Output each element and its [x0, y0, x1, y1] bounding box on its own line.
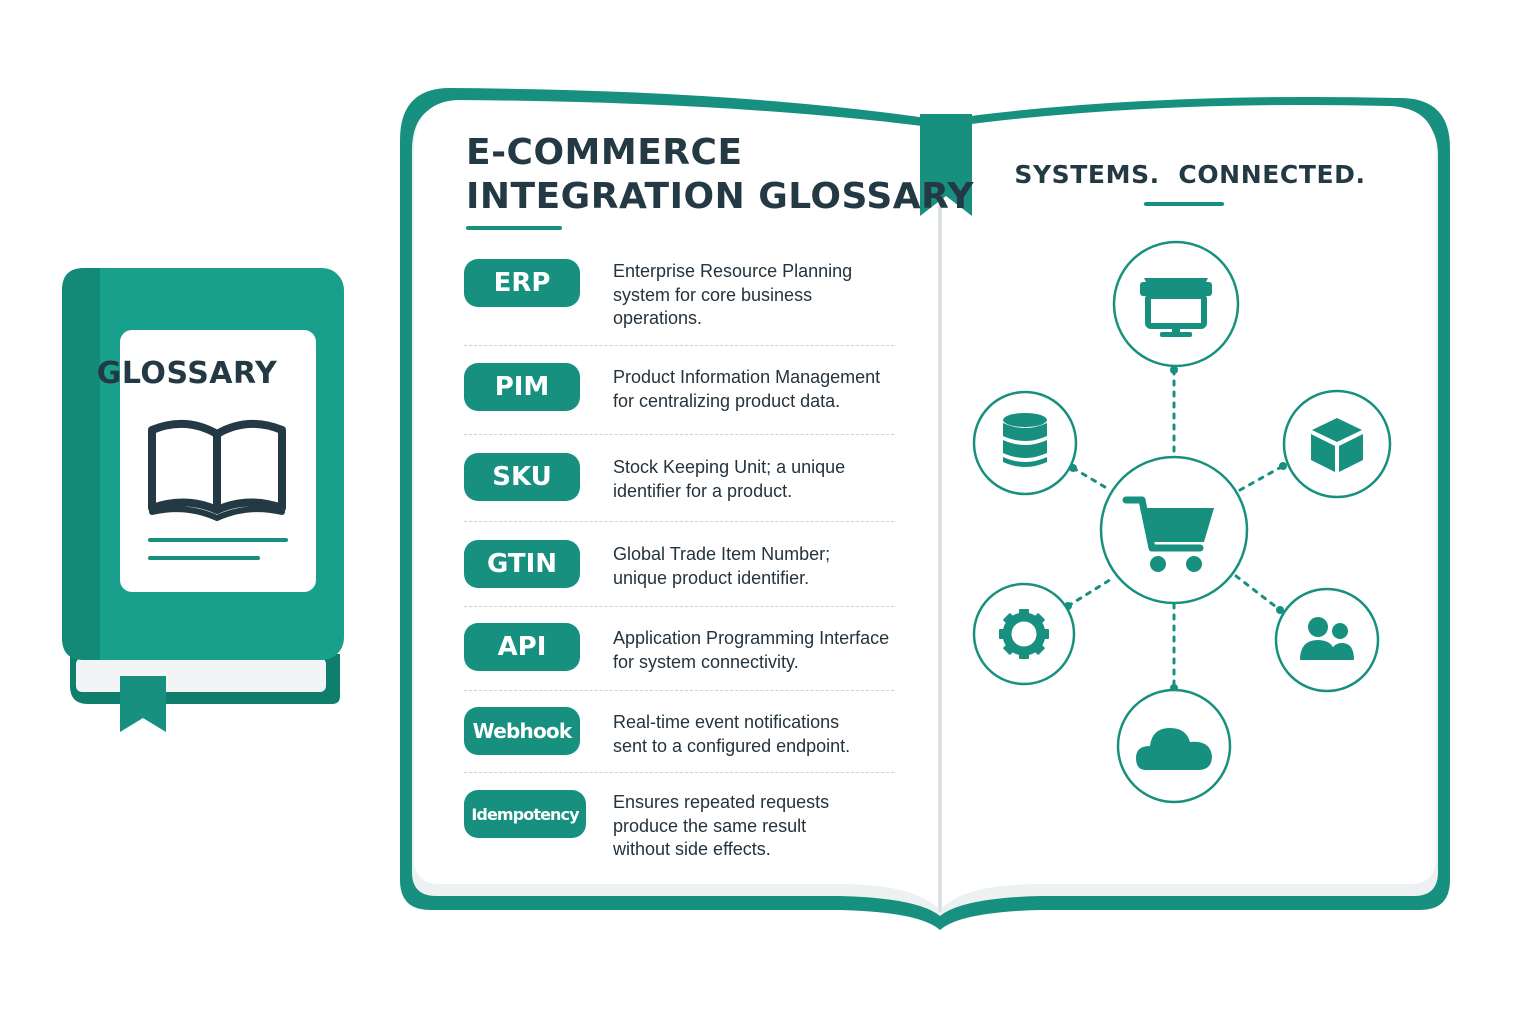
cloud-node	[1116, 688, 1232, 804]
open-book-icon	[148, 419, 286, 522]
package-node	[1282, 389, 1392, 499]
closed-glossary-book	[60, 266, 350, 736]
term-definition: Product Information Management for centr…	[613, 367, 881, 411]
heading-underline	[1144, 202, 1224, 206]
term-definition: Application Programming Interface for sy…	[613, 628, 890, 672]
users-node	[1274, 587, 1380, 693]
term-badge: GTIN	[464, 540, 580, 588]
page-title: INTEGRATION GLOSSARY	[466, 176, 974, 217]
glossary-entry-pim: PIM Product Information Management for c…	[464, 362, 894, 422]
glossary-entry-erp: ERP Enterprise Resource Planning system …	[464, 258, 894, 338]
network-heading: SYSTEMS. CONNECTED.	[1014, 160, 1366, 189]
divider	[464, 606, 894, 607]
title-underline	[466, 226, 562, 230]
storefront-node	[1112, 240, 1240, 368]
storefront-icon	[1140, 278, 1212, 337]
term-definition: Ensures repeated requests produce the sa…	[613, 792, 830, 859]
closed-book-illustration	[62, 268, 344, 732]
settings-node	[972, 582, 1076, 686]
glossary-entry-gtin: GTIN Global Trade Item Number; unique pr…	[464, 540, 894, 600]
term-definition: Enterprise Resource Planning system for …	[613, 261, 853, 328]
cover-line	[148, 538, 288, 542]
term-badge: Idempotency	[464, 790, 586, 838]
term-badge: PIM	[464, 363, 580, 411]
glossary-entry-idempotency: Idempotency Ensures repeated requests pr…	[464, 790, 894, 870]
term-badge: Webhook	[464, 707, 580, 755]
term-badge: SKU	[464, 453, 580, 501]
term-definition: Global Trade Item Number; unique product…	[613, 544, 831, 588]
network-connectors	[1066, 368, 1285, 690]
divider	[464, 690, 894, 691]
users-icon	[1300, 617, 1354, 660]
gear-icon	[999, 609, 1049, 659]
database-icon	[1003, 413, 1047, 467]
divider	[464, 521, 894, 522]
divider	[464, 345, 894, 346]
bookmark-ribbon-icon	[920, 114, 972, 216]
divider	[464, 434, 894, 435]
package-icon	[1311, 418, 1363, 472]
glossary-entry-webhook: Webhook Real-time event notifications se…	[464, 707, 894, 767]
term-badge: ERP	[464, 259, 580, 307]
bookmark-ribbon-icon	[120, 676, 166, 732]
glossary-entry-api: API Application Programming Interface fo…	[464, 623, 894, 683]
page-title: E-COMMERCE	[466, 132, 743, 173]
hub-node	[1099, 455, 1249, 605]
term-badge: API	[464, 623, 580, 671]
glossary-entry-sku: SKU Stock Keeping Unit; a unique identif…	[464, 452, 894, 512]
shopping-cart-icon	[1122, 496, 1214, 572]
database-node	[972, 390, 1078, 496]
term-definition: Stock Keeping Unit; a unique identifier …	[613, 457, 846, 501]
cover-title: GLOSSARY	[96, 356, 278, 391]
cloud-icon	[1136, 728, 1212, 770]
divider	[464, 772, 894, 773]
term-definition: Real-time event notifications sent to a …	[613, 712, 851, 756]
cover-line	[148, 556, 260, 560]
